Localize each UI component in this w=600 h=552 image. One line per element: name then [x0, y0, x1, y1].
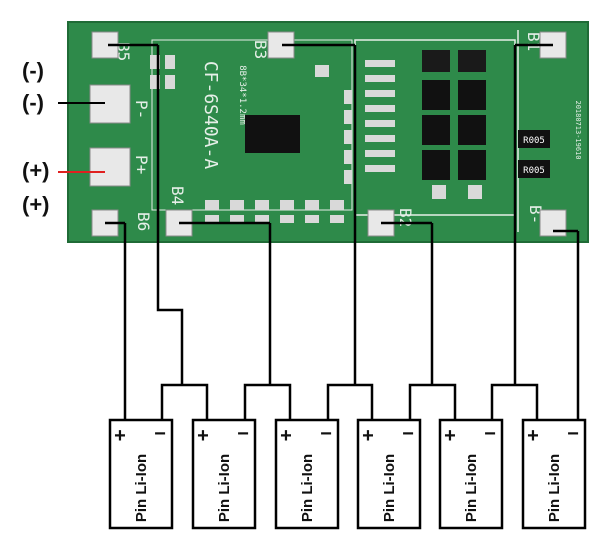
- pcb-edge: [67, 21, 589, 243]
- ic-area-silk-outline: [151, 39, 353, 211]
- pad-label-b5: B5: [114, 42, 133, 61]
- battery-label: Pin Li-Ion: [216, 454, 233, 522]
- battery-plus-terminal-label: +: [527, 425, 539, 447]
- battery-plus-terminal-label: +: [362, 425, 374, 447]
- battery-label: Pin Li-Ion: [546, 454, 563, 522]
- wire-cell1-cell2: [160, 383, 209, 420]
- mosfet: [458, 115, 486, 145]
- battery-minus-terminal-label: −: [484, 423, 496, 445]
- battery-cell: + −Pin Li-Ion: [521, 418, 587, 530]
- wire-cell5-cell6: [490, 383, 539, 420]
- pad-label-b3: B3: [251, 40, 270, 59]
- battery-plus-terminal-label: +: [280, 425, 292, 447]
- smd-components: [150, 55, 482, 223]
- battery-cells: +−Pin Li-Ion+−Pin Li-Ion+−Pin Li-Ion+−Pi…: [108, 418, 587, 530]
- battery-cell: + −Pin Li-Ion: [356, 418, 422, 530]
- output-label-minus-2: (-): [22, 90, 44, 115]
- mosfet: [458, 80, 486, 110]
- battery-body: [356, 418, 422, 530]
- output-label-plus-1: (+): [22, 158, 50, 183]
- mosfet: [422, 80, 450, 110]
- pad-p-plus: [89, 147, 131, 187]
- battery-body: [438, 418, 504, 530]
- pcb-date-code: 20180713-19610: [574, 100, 582, 159]
- shunt-resistor-label-2: R005: [523, 166, 545, 176]
- shunt-resistor: [518, 160, 550, 178]
- mosfet: [422, 50, 450, 72]
- battery-minus-terminal-label: −: [567, 423, 579, 445]
- battery-label: Pin Li-Ion: [463, 454, 480, 522]
- battery-cell: + −Pin Li-Ion: [108, 418, 174, 530]
- battery-body: [191, 418, 257, 530]
- pcb-substrate: [68, 22, 588, 242]
- battery-minus-terminal-label: −: [154, 423, 166, 445]
- cell-wiring: [105, 43, 580, 420]
- wire-cell4-cell5: [408, 383, 457, 420]
- pad-label-b6: B6: [134, 212, 153, 231]
- wire-cell2-cell3: [243, 383, 292, 420]
- battery-body: [521, 418, 587, 530]
- battery-cell: + −Pin Li-Ion: [438, 418, 504, 530]
- output-label-minus-1: (-): [22, 58, 44, 83]
- pcb-model-text: CF-6S40A-A: [200, 61, 221, 170]
- output-label-plus-2: (+): [22, 192, 50, 217]
- battery-cell: + −Pin Li-Ion: [274, 418, 340, 530]
- pad-label-b1: B1: [524, 32, 543, 51]
- battery-minus-terminal-label: −: [320, 423, 332, 445]
- mosfet: [422, 115, 450, 145]
- battery-body: [274, 418, 340, 530]
- pad-label-b4: B4: [168, 186, 187, 205]
- battery-plus-terminal-label: +: [197, 425, 209, 447]
- mosfet: [458, 50, 486, 72]
- pad-label-b2: B2: [396, 208, 415, 227]
- battery-body: [108, 418, 174, 530]
- mosfet: [422, 150, 450, 180]
- wire-cell3-cell4: [326, 383, 374, 420]
- battery-minus-terminal-label: −: [237, 423, 249, 445]
- wire-b5: [156, 45, 184, 385]
- shunt-resistor-label-1: R005: [523, 136, 545, 146]
- shunt-resistor: [518, 130, 550, 148]
- battery-cell: + −Pin Li-Ion: [191, 418, 257, 530]
- pcb-spec-text: 8B*34*1.2mm: [237, 65, 247, 125]
- battery-label: Pin Li-Ion: [133, 454, 150, 522]
- bms-pcb-board: R005 R005 CF-6S40A-A 8B*34*1.2mm 2018071…: [67, 21, 589, 243]
- mosfet-array: [422, 50, 486, 180]
- battery-plus-terminal-label: +: [114, 425, 126, 447]
- battery-label: Pin Li-Ion: [299, 454, 316, 522]
- battery-plus-terminal-label: +: [444, 425, 456, 447]
- mosfet: [458, 150, 486, 180]
- pad-label-p-minus: P-: [132, 100, 151, 119]
- pad-label-p-plus: P+: [132, 155, 151, 174]
- battery-minus-terminal-label: −: [402, 423, 414, 445]
- battery-label: Pin Li-Ion: [381, 454, 398, 522]
- protection-ic-chip: [245, 115, 300, 153]
- output-polarity-labels: (-) (-) (+) (+): [22, 58, 105, 217]
